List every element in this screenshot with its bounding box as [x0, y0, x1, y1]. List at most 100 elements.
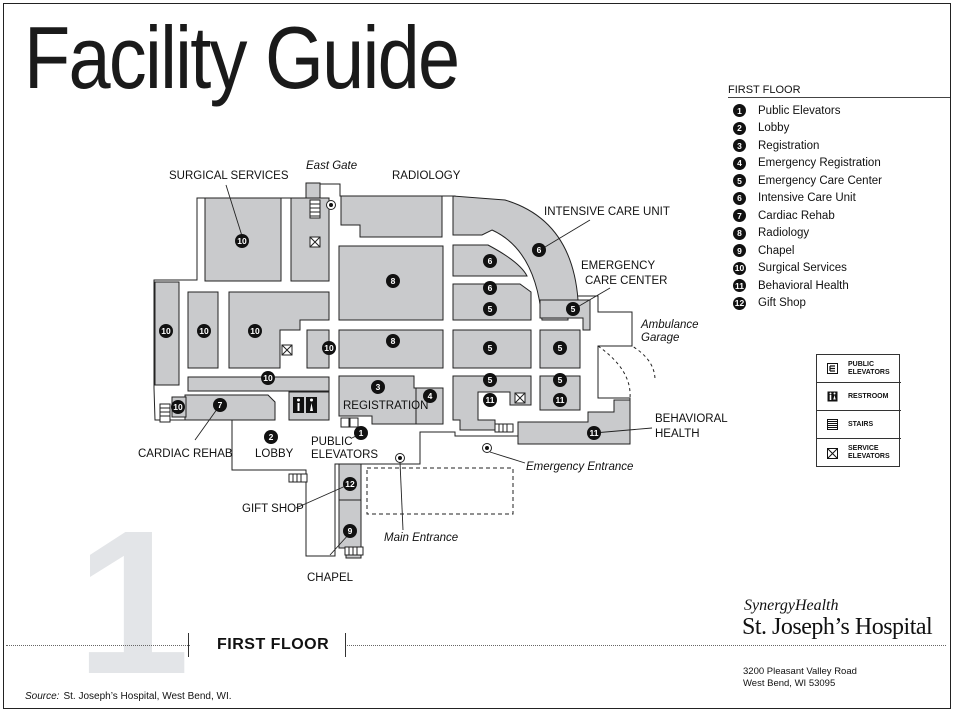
source-text: St. Joseph’s Hospital, West Bend, WI. [63, 691, 232, 702]
svg-text:5: 5 [488, 304, 493, 314]
svg-text:6: 6 [537, 245, 542, 255]
legend-item: 5 Emergency Care Center [733, 172, 882, 190]
number-badge-icon: 6 [733, 191, 746, 205]
svg-text:10: 10 [324, 343, 334, 353]
room-cardiac-rehab [184, 394, 276, 421]
number-badge-icon: 4 [423, 389, 437, 403]
number-badge-icon: 10 [235, 234, 249, 248]
restroom-icon [827, 391, 838, 402]
legend-item: 1 Public Elevators [733, 102, 882, 120]
footer-divider [6, 645, 946, 646]
stairs-icon [827, 419, 838, 430]
stairs-icon [344, 546, 364, 556]
legend-item-label: Public Elevators [758, 104, 841, 117]
number-badge-icon: 5 [483, 373, 497, 387]
number-badge-icon: 12 [343, 477, 357, 491]
number-badge-icon: 2 [733, 121, 746, 135]
legend-item-label: Emergency Care Center [758, 174, 882, 187]
number-badge-icon: 6 [483, 254, 497, 268]
label-public-elevators-2: ELEVATORS [311, 449, 378, 461]
svg-text:7: 7 [218, 400, 223, 410]
number-badge-icon: 11 [553, 393, 567, 407]
number-badge-icon: 10 [733, 261, 746, 275]
svg-text:5: 5 [488, 375, 493, 385]
number-badge-icon: 10 [248, 324, 262, 338]
number-badge-icon: 8 [733, 226, 746, 240]
legend-item-label: Cardiac Rehab [758, 209, 835, 222]
label-ambulance-garage-2: Garage [641, 332, 679, 344]
number-badge-icon: 5 [483, 341, 497, 355]
number-badge-icon: 8 [386, 274, 400, 288]
svg-text:3: 3 [376, 382, 381, 392]
key-label-line: ELEVATORS [848, 453, 890, 460]
svg-text:10: 10 [199, 326, 209, 336]
source-prefix: Source: [25, 691, 60, 702]
service-elevator-icon [514, 392, 526, 404]
svg-text:10: 10 [263, 373, 273, 383]
legend-heading: FIRST FLOOR [728, 84, 950, 98]
number-badge-icon: 10 [171, 400, 185, 414]
number-badge-icon: 9 [733, 244, 746, 258]
number-badge-icon: 5 [483, 302, 497, 316]
svg-text:11: 11 [486, 395, 495, 405]
number-badge-icon: 3 [733, 139, 746, 153]
number-badge-icon: 1 [354, 426, 368, 440]
number-badge-icon: 10 [197, 324, 211, 338]
main-entrance-canopy [366, 467, 514, 515]
service-elevator-icon [281, 344, 293, 356]
label-radiology: RADIOLOGY [392, 170, 461, 182]
label-emergency-care-center-1: EMERGENCY [581, 260, 655, 272]
number-badge-icon: 11 [733, 279, 746, 293]
number-badge-icon: 1 [733, 104, 746, 118]
svg-text:12: 12 [345, 479, 355, 489]
number-badge-icon: 5 [733, 174, 746, 188]
legend-item-label: Radiology [758, 227, 810, 240]
room-east-gate-lobby [305, 182, 321, 199]
svg-text:10: 10 [237, 236, 247, 246]
number-badge-icon: 3 [371, 380, 385, 394]
number-badge-icon: 10 [261, 371, 275, 385]
svg-text:10: 10 [161, 326, 171, 336]
stairs-icon [159, 403, 171, 423]
service-elevator-icon [827, 447, 838, 459]
svg-text:10: 10 [250, 326, 260, 336]
elevator-icon [340, 417, 359, 428]
number-badge-icon: 9 [343, 524, 357, 538]
label-emergency-care-center-2: CARE CENTER [585, 275, 667, 287]
page-title: Facility Guide [24, 8, 460, 107]
number-badge-icon: 6 [532, 243, 546, 257]
room-radiology-upper [340, 195, 443, 238]
room-intensive-care-unit [452, 195, 579, 321]
label-behavioral-health-1: BEHAVIORAL [655, 413, 728, 425]
address-line: 3200 Pleasant Valley Road [743, 666, 857, 677]
svg-text:1: 1 [359, 428, 364, 438]
number-badge-icon: 5 [566, 302, 580, 316]
label-behavioral-health-2: HEALTH [655, 428, 700, 440]
stairs-icon [309, 199, 321, 219]
key-row-restroom: RESTROOM [817, 383, 901, 411]
label-ambulance-garage-1: Ambulance [640, 319, 699, 331]
entrance-marker-icon [326, 200, 336, 210]
svg-text:6: 6 [488, 256, 493, 266]
svg-text:5: 5 [558, 343, 563, 353]
address-line: West Bend, WI 53095 [743, 678, 836, 689]
key-label-line: PUBLIC [848, 360, 875, 368]
floor-label-box [190, 633, 346, 657]
room-behavioral-health-a [452, 375, 532, 431]
svg-text:2: 2 [269, 432, 274, 442]
floor-label-bar [345, 633, 346, 657]
brand-synergy-health: SynergyHealth [744, 597, 839, 614]
svg-text:11: 11 [556, 395, 565, 405]
label-intensive-care-unit: INTENSIVE CARE UNIT [544, 206, 670, 218]
room-surgical-10c [228, 291, 330, 369]
legend-item-label: Registration [758, 139, 820, 152]
number-badge-icon: 5 [553, 341, 567, 355]
number-badge-icon: 12 [733, 296, 746, 310]
number-badge-icon: 7 [213, 398, 227, 412]
